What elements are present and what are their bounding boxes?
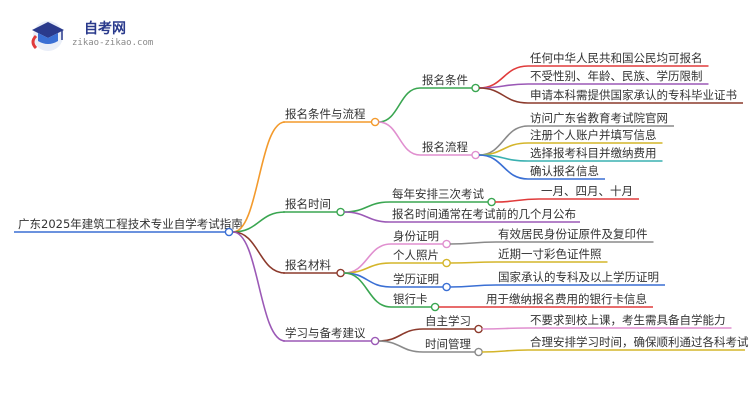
leaf-connector bbox=[494, 198, 540, 203]
leaf-topic: 不要求到校上课，考生需具备自学能力 bbox=[530, 313, 726, 327]
subtopic-connector bbox=[378, 121, 421, 156]
branch-node[interactable] bbox=[370, 117, 380, 127]
subtopic-connector bbox=[378, 328, 424, 342]
branch-connector bbox=[232, 231, 286, 274]
subtopic-connector bbox=[343, 201, 391, 213]
subtopic-node[interactable] bbox=[474, 347, 483, 357]
subtopic: 身份证明 bbox=[393, 229, 439, 243]
leaf-connector bbox=[478, 125, 529, 156]
subtopic: 每年安排三次考试 bbox=[392, 187, 484, 201]
site-logo[interactable]: 自考网 zikao-zikao.com bbox=[26, 14, 186, 54]
subtopic: 个人照片 bbox=[393, 248, 439, 262]
subtopic-node[interactable] bbox=[487, 197, 496, 207]
subtopic-connector bbox=[378, 87, 421, 123]
branch-node[interactable] bbox=[336, 207, 345, 217]
branch-topic: 报名时间 bbox=[285, 197, 331, 211]
root-topic: 广东2025年建筑工程技术专业自学考试指南 bbox=[18, 217, 243, 231]
branch-topic: 报名材料 bbox=[285, 258, 331, 272]
leaf-connector bbox=[478, 83, 529, 89]
subtopic-connector bbox=[343, 272, 392, 308]
leaf-topic: 一月、四月、十月 bbox=[541, 184, 633, 198]
leaf-topic: 有效居民身份证原件及复印件 bbox=[498, 227, 648, 241]
subtopic-connector bbox=[343, 272, 392, 288]
leaf-topic: 不受性别、年龄、民族、学历限制 bbox=[530, 69, 703, 83]
logo-url: zikao-zikao.com bbox=[72, 38, 154, 48]
subtopic: 银行卡 bbox=[393, 292, 428, 306]
subtopic-node[interactable] bbox=[442, 258, 451, 268]
leaf-topic: 国家承认的专科及以上学历证明 bbox=[498, 270, 659, 284]
subtopic: 自主学习 bbox=[425, 314, 471, 328]
leaf-topic: 访问广东省教育考试院官网 bbox=[530, 111, 668, 125]
subtopic-node[interactable] bbox=[471, 150, 480, 160]
subtopic: 报名条件 bbox=[422, 73, 468, 87]
subtopic: 报名时间通常在考试前的几个月公布 bbox=[392, 207, 576, 221]
branch-connector bbox=[232, 211, 286, 233]
leaf-connector bbox=[449, 284, 497, 288]
leaf-connector bbox=[478, 87, 529, 104]
leaf-topic: 确认报名信息 bbox=[530, 164, 599, 178]
leaf-topic: 合理安排学习时间，确保顺利通过各科考试 bbox=[530, 335, 749, 349]
subtopic-node[interactable] bbox=[474, 324, 483, 334]
leaf-connector bbox=[449, 261, 497, 264]
branch-connector bbox=[232, 231, 286, 342]
subtopic: 时间管理 bbox=[425, 337, 471, 351]
subtopic-connector bbox=[378, 340, 424, 353]
leaf-topic: 用于缴纳报名费用的银行卡信息 bbox=[486, 292, 647, 306]
subtopic: 学历证明 bbox=[393, 272, 439, 286]
logo-name: 自考网 bbox=[84, 21, 126, 37]
branch-topic: 报名条件与流程 bbox=[285, 107, 366, 121]
branch-topic: 学习与备考建议 bbox=[285, 326, 366, 340]
leaf-topic: 任何中华人民共和国公民均可报名 bbox=[530, 51, 703, 65]
root-node[interactable] bbox=[224, 227, 234, 237]
branch-connector bbox=[232, 121, 286, 233]
subtopic-node[interactable] bbox=[430, 302, 440, 312]
leaf-topic: 注册个人账户并填写信息 bbox=[530, 128, 657, 142]
leaf-connector bbox=[478, 154, 529, 180]
leaf-connector bbox=[481, 349, 529, 353]
subtopic-node[interactable] bbox=[471, 83, 480, 93]
subtopic-connector bbox=[343, 211, 391, 223]
subtopic: 报名流程 bbox=[422, 140, 468, 154]
subtopic-node[interactable] bbox=[442, 282, 451, 292]
graduation-cap-icon bbox=[31, 21, 64, 51]
subtopic-node[interactable] bbox=[442, 239, 451, 249]
leaf-topic: 申请本科需提供国家承认的专科毕业证书 bbox=[530, 88, 737, 102]
leaf-topic: 近期一寸彩色证件照 bbox=[498, 247, 602, 261]
branch-node[interactable] bbox=[336, 268, 345, 278]
branch-node[interactable] bbox=[370, 336, 380, 346]
leaf-connector bbox=[481, 327, 529, 330]
leaf-topic: 选择报考科目并缴纳费用 bbox=[530, 146, 657, 160]
leaf-connector bbox=[449, 241, 497, 245]
